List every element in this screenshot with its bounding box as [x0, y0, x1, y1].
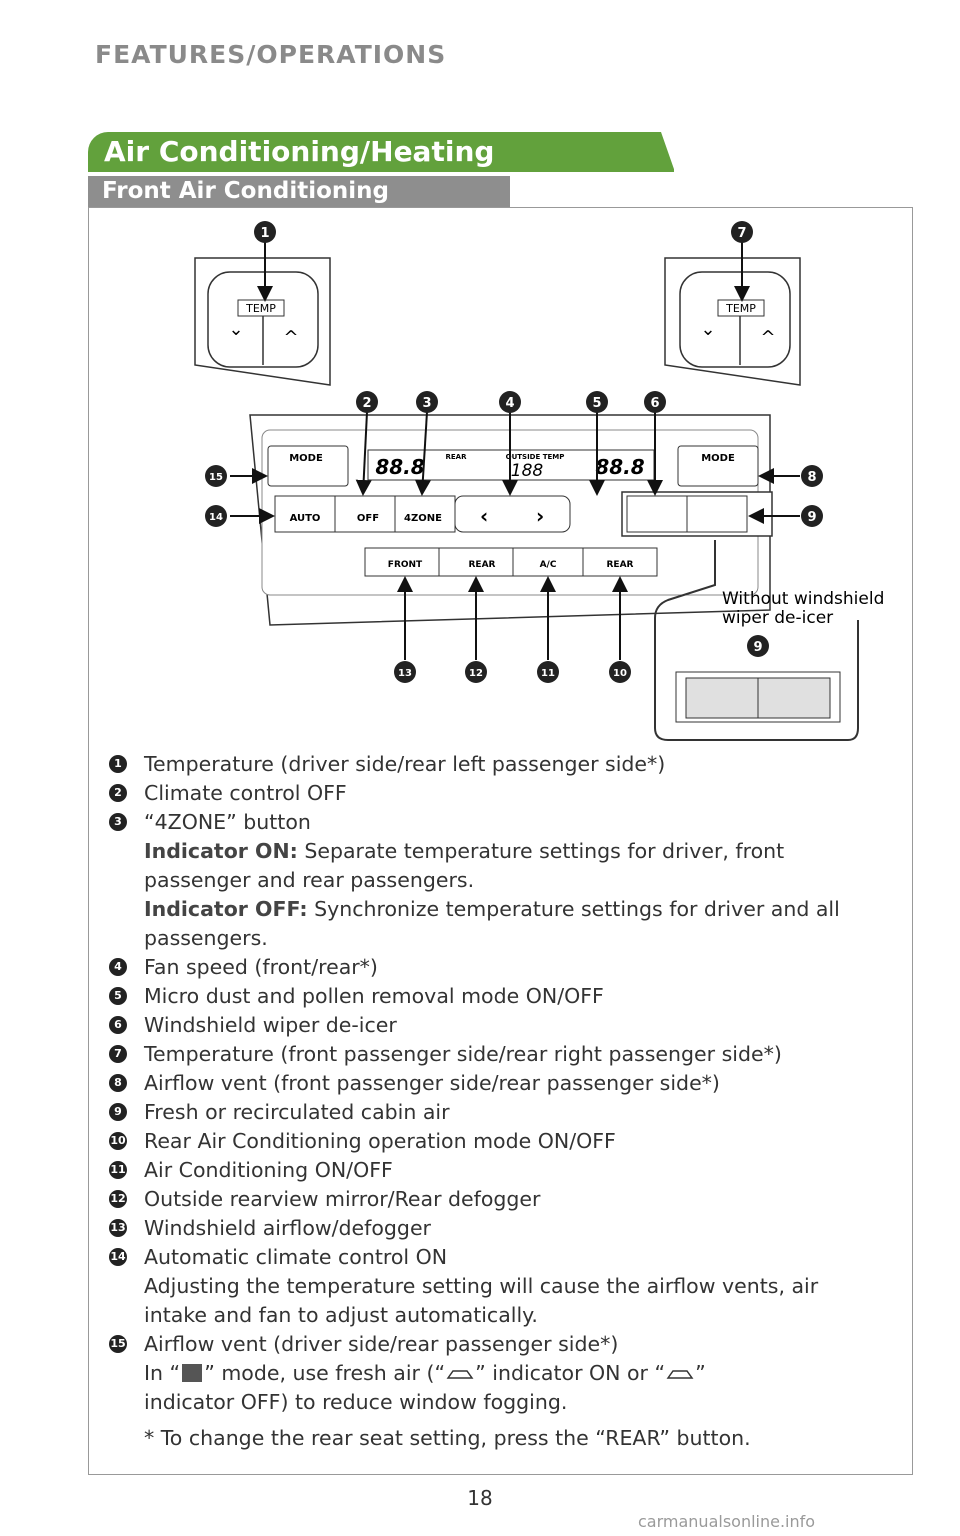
callout-2: 2: [362, 396, 371, 411]
callout-1: 1: [260, 226, 269, 241]
title-tab: Air Conditioning/Heating: [88, 132, 675, 172]
display-mid: 188: [511, 461, 544, 481]
item3-on: Indicator ON: Separate temperature setti…: [144, 839, 785, 863]
list-item: 3“4ZONE” button: [109, 808, 900, 837]
rear-btn-label: REAR: [607, 560, 634, 570]
ac-label: A/C: [540, 560, 557, 570]
svg-text:⌄: ⌄: [228, 319, 243, 340]
callout-8: 8: [807, 470, 816, 485]
inset-note-1: Without windshield: [722, 589, 884, 609]
callout-7: 7: [737, 226, 746, 241]
callout-12: 12: [469, 668, 483, 679]
auto-label: AUTO: [290, 513, 321, 524]
mode-left: MODE: [289, 453, 323, 464]
display-outside: OUTSIDE TEMP: [506, 453, 565, 461]
page-title: Air Conditioning/Heating: [104, 135, 495, 168]
item3-off: Indicator OFF: Synchronize temperature s…: [144, 897, 840, 921]
svg-text:‹: ‹: [480, 504, 488, 528]
callout-9: 9: [807, 510, 816, 525]
callout-9-inset: 9: [753, 640, 762, 655]
svg-text:⌄: ⌄: [700, 319, 715, 340]
inset-note-2: wiper de-icer: [722, 608, 833, 628]
defog-icon: [182, 1364, 203, 1382]
footnote: * To change the rear seat setting, press…: [144, 1426, 751, 1450]
callout-4: 4: [505, 396, 514, 411]
content-frame: [88, 207, 913, 1475]
callout-5: 5: [592, 396, 601, 411]
right-temp-label: TEMP: [725, 302, 756, 315]
callout-markers: 1 2 3 4 5 6 7 8 9 10 11 12 13 14 15 9: [205, 221, 823, 683]
front-label: FRONT: [388, 560, 423, 570]
display-left: 88.8: [375, 455, 424, 479]
display-rear: REAR: [446, 453, 468, 461]
section-heading: FEATURES/OPERATIONS: [95, 40, 447, 69]
right-temp-switch: TEMP ⌄ ^: [664, 257, 801, 386]
subtitle-tab: Front Air Conditioning: [88, 176, 510, 208]
fresh-air-icon: [446, 1370, 474, 1379]
rear-label: REAR: [469, 560, 496, 570]
mode-right: MODE: [701, 453, 735, 464]
inset-without-deicer: Without windshield wiper de-icer: [654, 540, 884, 741]
watermark: carmanualsonline.info: [638, 1512, 816, 1531]
left-temp-label: TEMP: [245, 302, 276, 315]
callout-14: 14: [209, 512, 223, 523]
callout-3: 3: [422, 396, 431, 411]
left-temp-switch: TEMP ⌄ ^: [194, 257, 331, 386]
fourzone-label: 4ZONE: [404, 513, 442, 524]
recirculate-icon: [666, 1370, 694, 1379]
callout-13: 13: [398, 668, 412, 679]
display-right: 88.8: [595, 455, 644, 479]
callout-arrows: [230, 240, 800, 660]
off-label: OFF: [357, 513, 379, 524]
callout-10: 10: [613, 668, 627, 679]
callout-15: 15: [209, 472, 223, 483]
callout-6: 6: [650, 396, 659, 411]
page-subtitle: Front Air Conditioning: [102, 178, 389, 204]
svg-text:^: ^: [760, 327, 775, 348]
climate-panel-diagram: TEMP ⌄ ^ TEMP ⌄ ^ MODE MODE 88.8 REAR OU…: [194, 221, 884, 741]
callout-11: 11: [541, 668, 555, 679]
main-control-panel: MODE MODE 88.8 REAR OUTSIDE TEMP 188 88.…: [249, 414, 773, 626]
svg-text:›: ›: [536, 504, 544, 528]
page-number: 18: [467, 1486, 493, 1510]
svg-text:^: ^: [283, 327, 298, 348]
item15-line1: In “” mode, use fresh air (“” indicator …: [144, 1361, 706, 1385]
